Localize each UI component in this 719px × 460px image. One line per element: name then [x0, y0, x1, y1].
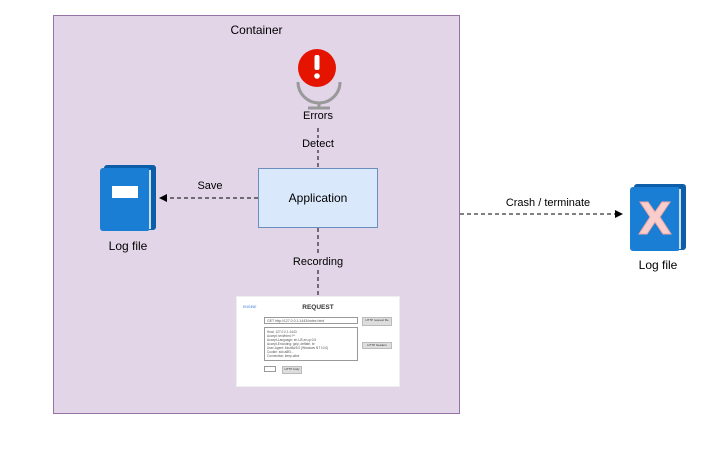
- request-url-field: GET http://127.0.0.1:1443/index.html: [264, 317, 358, 324]
- crash-edge-label: Crash / terminate: [503, 197, 593, 209]
- request-body-line: Host: 127.0.0.1:1443: [267, 330, 297, 334]
- request-body: Host: 127.0.0.1:1443 Accept: text/html,*…: [264, 327, 358, 361]
- request-screenshot: ENGINE REQUEST GET http://127.0.0.1:1443…: [236, 296, 400, 387]
- request-url-button: HTTP request file: [362, 317, 392, 326]
- request-body-line: Accept-Encoding: gzip, deflate, br: [267, 342, 315, 346]
- application-node: Application: [258, 168, 378, 228]
- log-book-icon: [100, 165, 156, 231]
- request-send-button: HTTP body: [282, 366, 302, 374]
- request-body-line: Accept: text/html,*/*: [267, 334, 295, 338]
- request-logo: ENGINE: [243, 305, 257, 309]
- request-small-box: [264, 366, 276, 372]
- request-body-line: Connection: keep-alive: [267, 354, 300, 358]
- detect-edge-label: Detect: [300, 138, 336, 150]
- application-label: Application: [288, 191, 348, 205]
- container-label: Container: [230, 23, 283, 37]
- save-edge-label: Save: [195, 180, 225, 192]
- error-exclamation-icon: [296, 49, 342, 110]
- inner-log-file-label: Log file: [108, 239, 148, 253]
- request-body-line: Cookie: sid=a8f3...: [267, 350, 294, 354]
- outer-log-file-label: Log file: [638, 258, 678, 272]
- recording-edge-label: Recording: [290, 256, 346, 268]
- request-body-line: Accept-Language: en-US,en;q=0.5: [267, 338, 317, 342]
- request-body-button: HTTP headers: [362, 342, 392, 349]
- errors-label: Errors: [301, 110, 335, 122]
- request-body-line: User-Agent: Mozilla/5.0 (Windows NT 10.0…: [267, 346, 329, 350]
- log-book-error-icon: [630, 184, 686, 251]
- request-title: REQUEST: [302, 304, 334, 311]
